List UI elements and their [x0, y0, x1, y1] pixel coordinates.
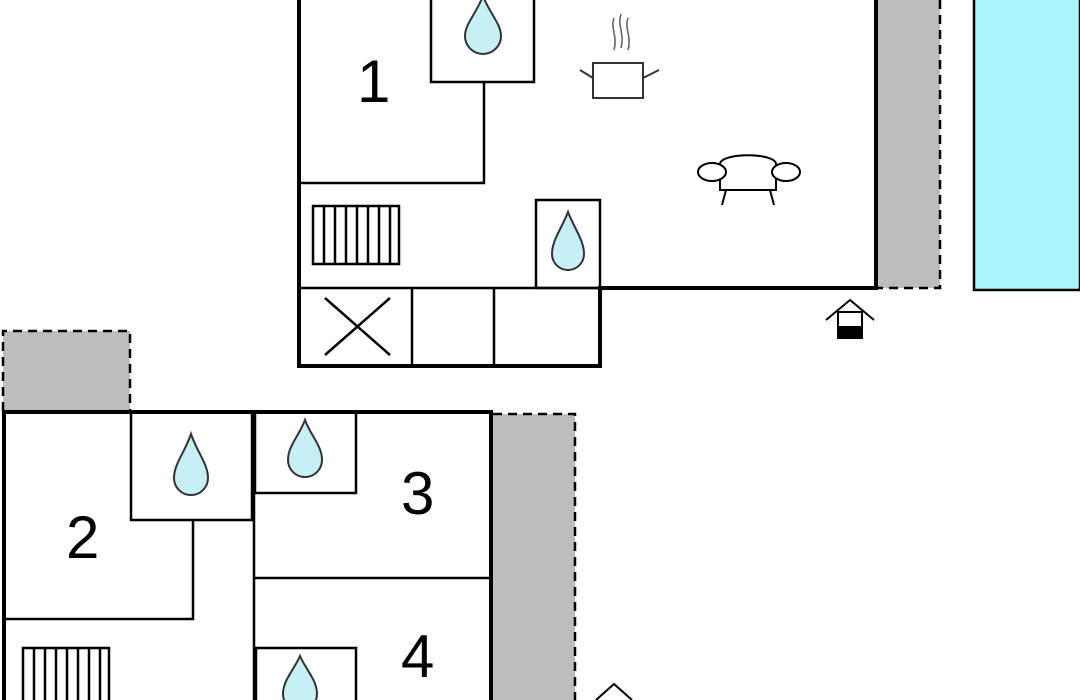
entrance-icon — [595, 682, 633, 700]
shower-2 — [534, 198, 602, 290]
water-drop-icon — [463, 0, 503, 55]
water-drop-icon — [550, 209, 586, 271]
stairs-icon — [21, 646, 111, 700]
bathroom-1 — [429, 0, 536, 84]
terrace-lower-left-outline — [1, 329, 132, 411]
outer-wall-upper — [297, 0, 878, 368]
water-drop-icon — [281, 653, 319, 700]
room-2-wall — [4, 520, 195, 621]
terrace-lower-right-outline — [493, 412, 577, 700]
shower-4 — [253, 410, 358, 495]
room-label-4: 4 — [401, 623, 434, 690]
terrace-lower-right — [493, 414, 575, 700]
terrace-lower-left — [3, 331, 130, 411]
stairs-icon — [311, 204, 401, 266]
room-label-2: 2 — [66, 504, 99, 571]
stove-pot-icon — [579, 13, 660, 99]
entrance-icon — [825, 298, 875, 339]
room-label-1: 1 — [357, 48, 390, 115]
water-drop-icon — [286, 417, 324, 478]
shower-3 — [129, 410, 254, 522]
room-label-3: 3 — [401, 460, 434, 527]
room-1-wall — [299, 82, 486, 185]
cross-mark — [324, 297, 391, 356]
upper-unit: 1 — [297, 0, 1080, 368]
pool — [972, 0, 1080, 292]
water-drop-icon — [172, 430, 210, 496]
lower-unit: 2 3 4 — [1, 329, 633, 700]
sofa-icon — [697, 154, 801, 206]
terrace-upper — [878, 0, 940, 288]
shower-5 — [254, 646, 358, 700]
terrace-upper-outline — [878, 0, 942, 290]
